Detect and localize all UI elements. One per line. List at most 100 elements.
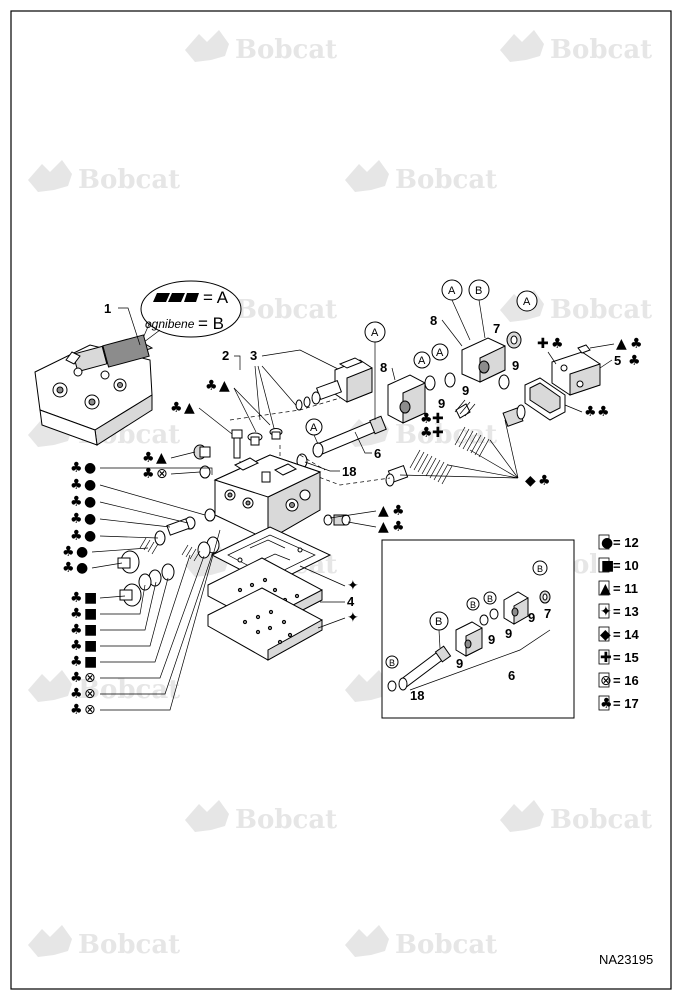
svg-text:♣: ♣ bbox=[70, 511, 83, 527]
callout-4: 4 bbox=[347, 594, 355, 609]
svg-text:= 10: = 10 bbox=[613, 558, 639, 573]
symbol-club-circle-3: ♣● bbox=[70, 494, 96, 510]
callout-7-top: 7 bbox=[493, 321, 500, 336]
symbol-club-square-5: ♣■ bbox=[70, 654, 97, 670]
symbol-cross-1: ✦ bbox=[347, 578, 359, 594]
svg-text:●: ● bbox=[84, 494, 96, 510]
svg-text:♣: ♣ bbox=[392, 519, 405, 535]
svg-text:Bobcat: Bobcat bbox=[550, 805, 652, 835]
watermark-layer: Bobcat Bobcat Bobcat Bobcat Bobcat Bobca… bbox=[28, 30, 652, 960]
svg-text:■: ■ bbox=[601, 558, 614, 574]
inset-callout-6: 6 bbox=[508, 668, 515, 683]
inset-nut bbox=[539, 590, 551, 604]
circle-label-a-small-2 bbox=[413, 351, 431, 369]
symbol-club-circle-4: ♣● bbox=[70, 511, 96, 527]
svg-text:♣: ♣ bbox=[597, 404, 610, 420]
inset-callout-9-d: 9 bbox=[528, 610, 535, 625]
bolt-top-3 bbox=[269, 428, 283, 440]
svg-text:●: ● bbox=[76, 544, 88, 560]
svg-text:▲: ▲ bbox=[600, 581, 611, 597]
svg-text:= 15: = 15 bbox=[613, 650, 639, 665]
svg-text:◆: ◆ bbox=[600, 627, 611, 643]
svg-text:A: A bbox=[523, 296, 531, 308]
symbol-club-circle-1: ♣● bbox=[70, 460, 96, 476]
inset-circle-b-4 bbox=[483, 591, 497, 605]
plug-fitting-1 bbox=[193, 444, 211, 460]
svg-text:Bobcat: Bobcat bbox=[78, 675, 180, 705]
svg-text:♣: ♣ bbox=[584, 404, 597, 420]
svg-text:⊗: ⊗ bbox=[156, 466, 168, 482]
circle-label-a-small-3 bbox=[431, 343, 449, 361]
nut-part-7 bbox=[506, 331, 522, 349]
inset-callout-7: 7 bbox=[544, 606, 551, 621]
symbol-club-otimes-3: ♣⊗ bbox=[70, 686, 96, 702]
svg-text:♣: ♣ bbox=[70, 670, 83, 686]
reference-code: NA23195 bbox=[599, 952, 653, 967]
flange-plate bbox=[524, 377, 566, 421]
svg-text:B: B bbox=[470, 600, 476, 610]
symbol-club-square-3: ♣■ bbox=[70, 622, 97, 638]
svg-text:♣: ♣ bbox=[205, 378, 218, 394]
svg-text:♣: ♣ bbox=[551, 336, 564, 352]
svg-text:●: ● bbox=[84, 528, 96, 544]
symbol-club-triangle-1: ♣▲ bbox=[205, 378, 230, 394]
symbol-diamond-club: ◆♣ bbox=[525, 473, 551, 489]
svg-text:B: B bbox=[487, 594, 493, 604]
svg-text:♣: ♣ bbox=[600, 696, 613, 712]
end-cap-part-5 bbox=[551, 344, 601, 396]
svg-text:B: B bbox=[475, 285, 482, 297]
brand-equals-b: = B bbox=[198, 314, 224, 333]
logo-mark bbox=[153, 293, 199, 302]
svg-text:⊗: ⊗ bbox=[84, 702, 96, 718]
brand-name: ognibene bbox=[145, 317, 195, 331]
svg-text:B: B bbox=[389, 658, 395, 668]
symbol-club-triangle-3: ♣▲ bbox=[142, 450, 167, 466]
callout-1: 1 bbox=[104, 301, 111, 316]
svg-text:♣: ♣ bbox=[62, 544, 75, 560]
callout-3: 3 bbox=[250, 348, 257, 363]
callout-8-right: 8 bbox=[430, 313, 437, 328]
symbol-club-otimes-4: ♣⊗ bbox=[70, 702, 96, 718]
svg-text:✦: ✦ bbox=[600, 604, 612, 620]
solenoid-coil-top bbox=[295, 357, 373, 411]
svg-text:Bobcat: Bobcat bbox=[395, 930, 497, 960]
svg-text:= 12: = 12 bbox=[613, 535, 639, 550]
svg-text:Bobcat: Bobcat bbox=[235, 295, 337, 325]
bolt-top-2 bbox=[247, 432, 263, 446]
svg-text:●: ● bbox=[76, 560, 88, 576]
svg-text:= 14: = 14 bbox=[613, 627, 639, 642]
inset-spool-part-6 bbox=[387, 645, 452, 692]
valve-assembly-part-1 bbox=[34, 334, 154, 446]
svg-text:✚: ✚ bbox=[600, 650, 612, 666]
bolt-top-1 bbox=[231, 429, 243, 459]
gasket-plate-upper bbox=[210, 526, 332, 586]
svg-text:■: ■ bbox=[84, 654, 97, 670]
svg-text:●: ● bbox=[84, 511, 96, 527]
brand-callout: = A ognibene = B bbox=[139, 280, 242, 347]
svg-text:⊗: ⊗ bbox=[600, 673, 612, 689]
svg-text:♣: ♣ bbox=[70, 606, 83, 622]
inset-circle-b-5 bbox=[532, 560, 548, 576]
svg-text:■: ■ bbox=[84, 622, 97, 638]
svg-text:= 13: = 13 bbox=[613, 604, 639, 619]
page-border bbox=[10, 10, 672, 990]
callout-9-c: 9 bbox=[512, 358, 519, 373]
svg-text:A: A bbox=[310, 422, 318, 434]
svg-text:♣: ♣ bbox=[70, 528, 83, 544]
symbol-plus-club-1: ✚♣ bbox=[537, 336, 564, 352]
svg-text:♣: ♣ bbox=[420, 425, 433, 441]
svg-text:■: ■ bbox=[84, 638, 97, 654]
svg-text:B: B bbox=[537, 564, 543, 574]
callout-9-a: 9 bbox=[438, 396, 445, 411]
symbol-club-5: ♣ bbox=[628, 353, 641, 369]
svg-text:●: ● bbox=[84, 477, 96, 493]
svg-text:♣: ♣ bbox=[70, 460, 83, 476]
svg-text:▲: ▲ bbox=[616, 336, 627, 352]
symbol-club-circle-2: ♣● bbox=[70, 477, 96, 493]
symbol-club-triangle-2: ♣▲ bbox=[170, 400, 195, 416]
svg-text:♣: ♣ bbox=[70, 622, 83, 638]
svg-text:♣: ♣ bbox=[70, 494, 83, 510]
svg-text:A: A bbox=[371, 327, 379, 339]
